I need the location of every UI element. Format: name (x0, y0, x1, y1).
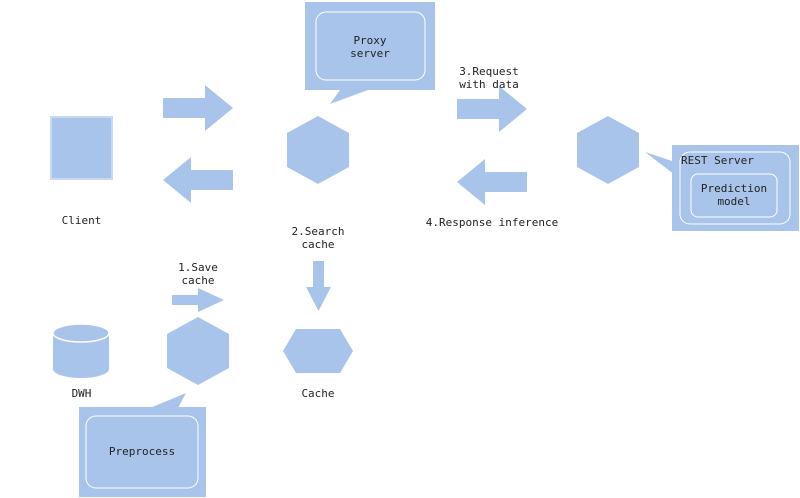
preprocess-callout-inner (85, 415, 199, 489)
arrow-request (457, 86, 527, 132)
arrow-client-to-proxy (163, 85, 233, 131)
dwh-label: DWH (71, 387, 92, 400)
save-cache-label: 1.Save cache (178, 261, 218, 287)
preprocess-callout-tail (150, 393, 186, 408)
client-label: Client (61, 214, 102, 227)
rest-server-label: REST Server (681, 154, 754, 167)
preprocess-hexagon (167, 317, 229, 385)
response-label: 4.Response inference (425, 216, 559, 229)
cache-label: Cache (301, 387, 335, 400)
rest-hexagon (577, 116, 639, 184)
cache-hexagon (283, 329, 353, 373)
dwh-cylinder (52, 323, 110, 378)
arrow-response (457, 159, 527, 205)
client-node (50, 116, 113, 180)
arrow-save-cache (172, 288, 224, 312)
proxy-callout-box (305, 2, 435, 90)
arrow-proxy-to-client (163, 157, 233, 203)
proxy-hexagon (287, 116, 349, 184)
rest-callout-inner (679, 151, 791, 225)
rest-callout-tail (645, 152, 675, 175)
prediction-model-box (690, 173, 778, 218)
proxy-callout-tail (330, 90, 368, 104)
search-cache-label: 2.Search cache (291, 225, 345, 251)
preprocess-label: Preprocess (108, 445, 176, 458)
request-label: 3.Request with data (459, 65, 519, 91)
arrow-search-cache (306, 261, 331, 311)
proxy-callout-inner (315, 11, 426, 81)
preprocess-callout-box (79, 407, 206, 497)
proxy-label: Proxy server (350, 34, 390, 60)
prediction-model-label: Prediction model (700, 182, 768, 208)
